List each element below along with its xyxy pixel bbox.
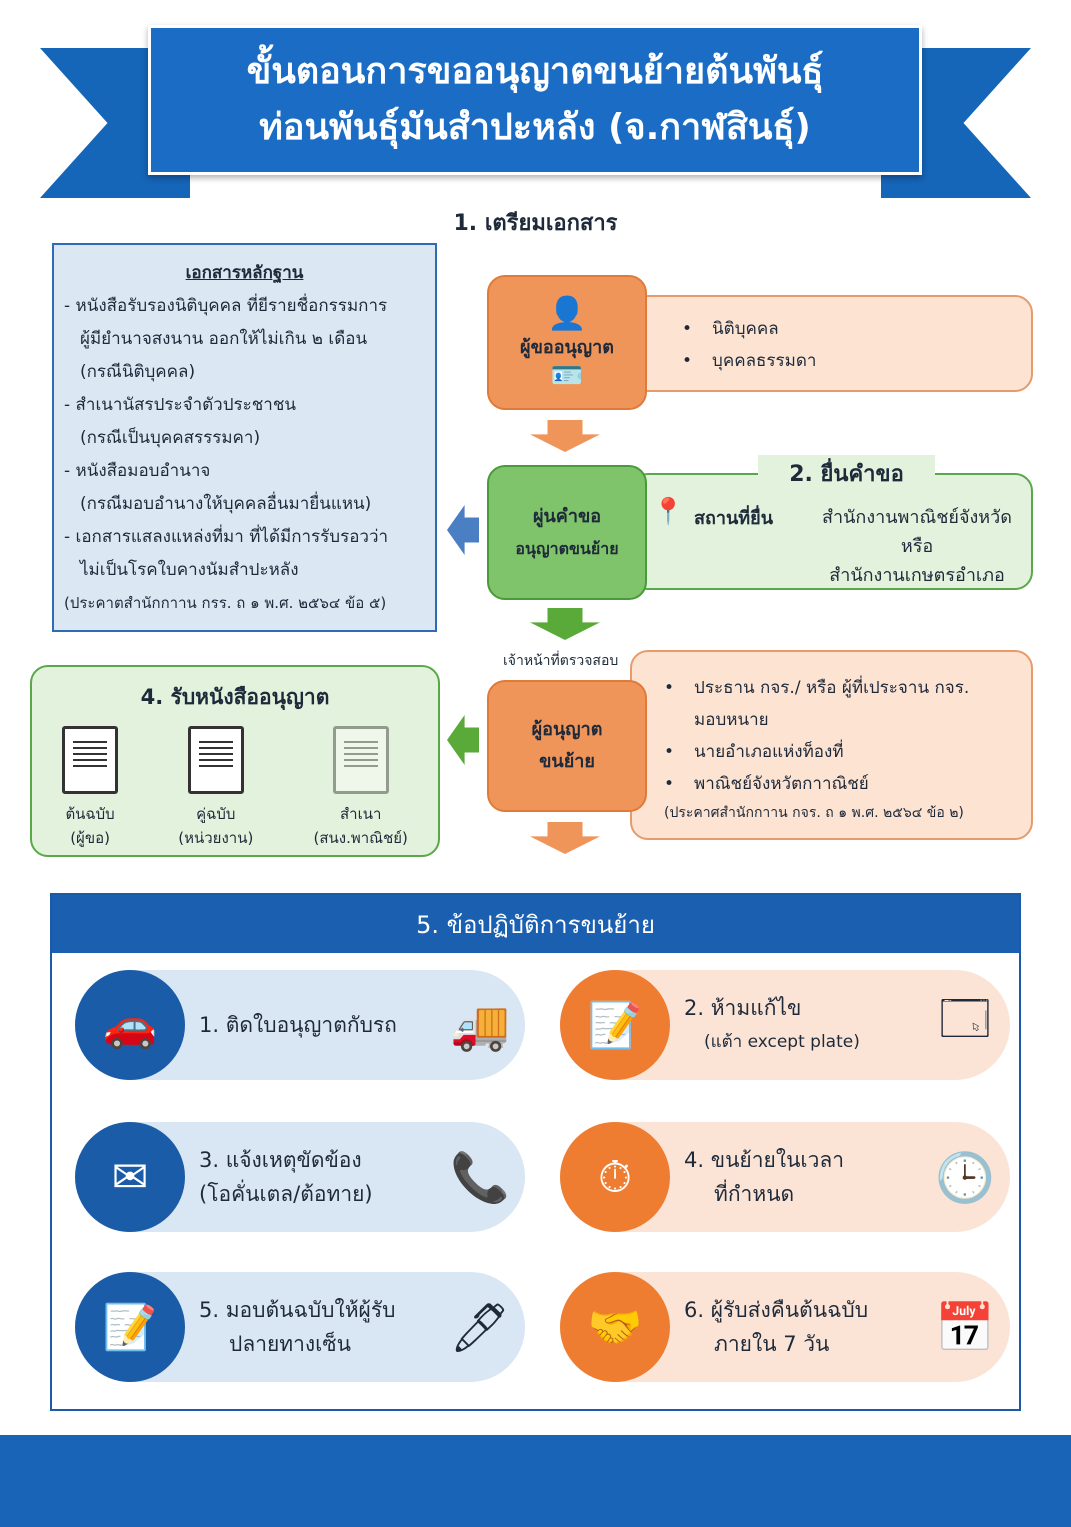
receive-permit-box: 4. รับหนังสืออนุญาต ต้นฉบับ (ผู้ขอ) คู่ฉบ…	[30, 665, 440, 857]
submit-request-box: ผู่นคำขอ อนุญาตขนย้าย	[487, 465, 647, 600]
rule-text: 5. มอบต้นฉบับให้ผู้รับ	[199, 1298, 396, 1322]
applicant-types-box: นิติบุคคลบุคคลธรรมดา	[630, 295, 1033, 392]
doc-line: ไม่เป็นโรคใบคางนัมสำปะหลัง	[80, 560, 299, 580]
footer-band	[0, 1435, 1071, 1527]
clock-icon: 🕒	[935, 1149, 995, 1206]
rule-text: 2. ห้ามแก้ไข	[684, 996, 802, 1020]
rule-text: 4. ขนย้ายในเวลา	[684, 1148, 845, 1172]
place-2: สำนักงานเกษตรอำเภอ	[829, 565, 1005, 586]
arrow-down	[530, 420, 600, 452]
location-pin-icon: 📍	[652, 497, 685, 527]
rule-item: 📝 5. มอบต้นฉบับให้ผู้รับปลายทางเซ็น 🖊	[75, 1272, 525, 1382]
doc-line: - หนังสือรับรองนิติบุคคล ที่ยีรายชื่อกรร…	[64, 296, 388, 316]
transport-rules-section: 5. ข้อปฏิบัติการขนย้าย 🚗 1. ติดใบอนุญาตกั…	[50, 893, 1021, 1411]
submit-label: ผู่นคำขอ	[532, 505, 602, 527]
person-icon: 👤	[547, 294, 587, 332]
rule-text: 3. แจ้งเหตุขัดข้อง	[199, 1148, 362, 1172]
permit-duplicate: คู่ฉบับ (หน่วยงาน)	[178, 726, 253, 850]
step1-heading: 1. เตรียมเอกสาร	[453, 211, 618, 236]
doc-sub: (ผู้ขอ)	[70, 829, 110, 847]
officer-check-label: เจ้าหน้าที่ตรวจสอบ	[503, 653, 619, 669]
doc-label: ต้นฉบับ	[65, 805, 115, 823]
doc-line: (กรณีนิติบุคคล)	[80, 362, 196, 382]
place-1: สำนักงานพาณิชย์จังหวัด	[822, 507, 1012, 528]
doc-line: (กรณีมอบอำนางให้บุคคลอื่นมายื่นแหน)	[80, 494, 372, 514]
arrow-left	[447, 505, 479, 555]
approver-item-cont: •มอบหนาย	[664, 704, 1031, 736]
rule-subtext: ปลายทางเซ็น	[229, 1332, 351, 1356]
document-pen-icon: 📝	[560, 970, 670, 1080]
applicant-box: 👤 ผู้ขออนุญาต 🪪	[487, 275, 647, 410]
arrow-down	[530, 608, 600, 640]
email-icon: ✉	[75, 1122, 185, 1232]
doc-line: ผู้มียำนาจสงนาน ออกให้ไม่เกิน ๒ เดือน	[80, 329, 368, 349]
approver-item: พาณิชย์จังหวัตกาาณิชย์	[664, 768, 1031, 800]
document-icon	[187, 726, 244, 794]
approver-item: ประธาน กจร./ หรือ ผู้ที่เประจาน กจร.	[664, 672, 1031, 704]
rule-subtext: (โอคั่นเตล/ต้อทาย)	[199, 1182, 373, 1206]
documents-title: เอกสารหลักฐาน	[185, 263, 304, 283]
step2-heading: 2. ยื่นคำขอ	[758, 455, 935, 491]
phone-chat-icon: 📞	[450, 1149, 510, 1206]
arrow-down	[530, 822, 600, 854]
permit-original: ต้นฉบับ (ผู้ขอ)	[62, 726, 119, 850]
rule-subtext: ภายใน 7 วัน	[714, 1332, 830, 1356]
id-card-icon: 🪪	[550, 361, 584, 391]
permit-copy: สำเนา (สนง.พาณิชย์)	[313, 726, 408, 850]
pdf-crossed-icon: 🗔	[938, 990, 992, 1047]
approver-label-2: ขนย้าย	[539, 751, 595, 772]
rule-item: ⏱ 4. ขนย้ายในเวลาที่กำหนด 🕒	[560, 1122, 1010, 1232]
doc-label: คู่ฉบับ	[196, 805, 236, 823]
doc-line: - หนังสือมอบอำนาจ	[64, 461, 211, 481]
rule-subtext: (แต้า except plate)	[704, 1032, 860, 1052]
doc-line: (ประคาตสำนักกาาน กรร. ถ ๑ พ.ศ. ๒๕๖๔ ข้อ …	[64, 594, 387, 612]
rule-item: 📝 2. ห้ามแก้ไข (แต้า except plate) 🗔	[560, 970, 1010, 1080]
document-pen-icon: 🖊	[449, 1299, 511, 1356]
doc-line: - เอกสารแสลงแหล่งที่มา ที่ได้มีการรับรอว…	[64, 527, 389, 547]
applicant-label: ผู้ขออนุญาต	[520, 337, 614, 358]
approver-list-box: ประธาน กจร./ หรือ ผู้ที่เประจาน กจร. •มอ…	[630, 650, 1033, 840]
doc-sub: (สนง.พาณิชย์)	[313, 829, 408, 847]
doc-line: - สำเนานัสรประจำตัวประชาชน	[64, 395, 297, 415]
truck-document-icon: 🚚	[450, 997, 510, 1054]
type-item: บุคคลธรรมดา	[682, 345, 1031, 377]
rule-text: 1. ติดใบอนุญาตกับรถ	[199, 1013, 397, 1037]
submit-label-2: อนุญาตขนย้าย	[515, 538, 619, 558]
car-icon: 🚗	[75, 970, 185, 1080]
handshake-icon: 🤝	[560, 1272, 670, 1382]
title-line-1: ขั้นตอนการขออนุญาตขนย้ายต้นพันธุ์	[246, 51, 824, 92]
step4-heading: 4. รับหนังสืออนุญาต	[140, 685, 330, 709]
stopwatch-truck-icon: ⏱	[560, 1122, 670, 1232]
place-or: หรือ	[900, 536, 934, 557]
approver-item-text: มอบหนาย	[694, 710, 769, 730]
submit-place-box: 📍 สถานที่ยื่น สำนักงานพาณิชย์จังหวัด หรื…	[630, 473, 1033, 590]
doc-label: สำเนา	[339, 805, 382, 823]
document-icon	[62, 726, 119, 794]
title-banner: ขั้นตอนการขออนุญาตขนย้ายต้นพันธุ์ ท่อนพั…	[148, 25, 922, 175]
doc-line: (กรณีเป็นบุคคสรรรมคา)	[80, 428, 261, 448]
arrow-left	[447, 715, 479, 765]
approver-box: ผู้อนุญาต ขนย้าย	[487, 680, 647, 812]
document-icon	[332, 726, 389, 794]
type-item: นิติบุคคล	[682, 313, 1031, 345]
rule-item: 🚗 1. ติดใบอนุญาตกับรถ 🚚	[75, 970, 525, 1080]
rule-subtext: ที่กำหนด	[714, 1182, 795, 1206]
step5-heading: 5. ข้อปฏิบัติการขนย้าย	[52, 895, 1019, 953]
doc-sub: (หน่วยงาน)	[178, 829, 254, 847]
documents-box: เอกสารหลักฐาน - หนังสือรับรองนิติบุคคล ท…	[52, 243, 437, 632]
rule-text: 6. ผู้รับส่งคืนต้นฉบับ	[684, 1298, 869, 1322]
approver-note: (ประคาศสำนักกาาน กจร. ถ ๑ พ.ศ. ๒๕๖๔ ข้อ …	[664, 805, 964, 821]
approver-item: นายอำเภอแห่งท็องที่	[664, 736, 1031, 768]
place-label: สถานที่ยื่น	[694, 508, 774, 529]
calendar-icon: 📅	[935, 1299, 995, 1356]
rule-item: ✉ 3. แจ้งเหตุขัดข้อง (โอคั่นเตล/ต้อทาย) 📞	[75, 1122, 525, 1232]
title-line-2: ท่อนพันธุ์มันสำปะหลัง (จ.กาฬสินธุ์)	[259, 107, 811, 148]
rule-item: 🤝 6. ผู้รับส่งคืนต้นฉบับภายใน 7 วัน 📅	[560, 1272, 1010, 1382]
approver-label: ผู้อนุญาต	[531, 719, 603, 740]
document-sign-icon: 📝	[75, 1272, 185, 1382]
